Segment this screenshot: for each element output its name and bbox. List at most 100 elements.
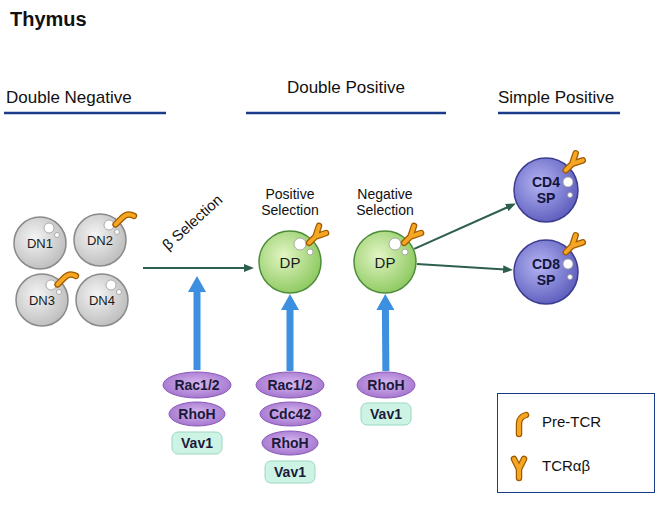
node-text: RhoH [178, 406, 215, 422]
nucleus-dot [57, 290, 62, 295]
tcr-receptor [401, 226, 422, 247]
section-rule [246, 112, 446, 115]
receptor-outline [58, 271, 76, 289]
receptor-outline [562, 235, 583, 256]
node-text: DN3 [25, 293, 59, 308]
section-heading: Simple Positive [498, 88, 614, 108]
legend-icon [506, 450, 532, 480]
signal-arrow [194, 290, 201, 370]
cell-body [76, 274, 128, 326]
gtpase-body [169, 402, 225, 426]
receptor-outline [514, 459, 524, 478]
legend-text: TCRαβ [542, 457, 590, 474]
vav-box: Vav1 [264, 460, 316, 484]
tcr-receptor [514, 459, 524, 478]
gtpase-body [357, 372, 415, 398]
receptor-fill [514, 459, 524, 478]
nucleus-dot [115, 230, 120, 235]
node-text: Rac1/2 [174, 377, 219, 393]
dp-cell: Positive SelectionDP [258, 230, 322, 294]
signal-arrow [287, 308, 294, 371]
node-text: Vav1 [370, 406, 402, 422]
node-text: DN2 [83, 233, 117, 248]
tcr-receptor [306, 226, 327, 247]
dp-cell: Negative SelectionDP [353, 230, 417, 294]
node-text: DN4 [85, 293, 119, 308]
receptor-outline [519, 415, 526, 434]
dn-cell: DN2 [73, 213, 127, 267]
legend-row: Pre-TCR [506, 406, 601, 436]
nucleus-dot [568, 275, 573, 280]
node-text: Cdc42 [269, 406, 311, 422]
node-text: DN1 [23, 236, 57, 251]
receptor-fill [116, 211, 134, 229]
dn-cell: DN1 [13, 216, 67, 270]
title: Thymus [10, 8, 87, 31]
transition-arrow [414, 207, 508, 249]
receptor-fill [562, 153, 583, 174]
signal-arrow [382, 308, 390, 371]
selection-arrow [143, 267, 246, 269]
legend-text: Pre-TCR [542, 413, 601, 430]
receptor-outline [562, 153, 583, 174]
nucleus-dot [294, 238, 306, 250]
nucleus-dot [106, 280, 116, 290]
gtpase-oval: RhoH [168, 401, 226, 427]
sp-cell: CD4 SP [513, 157, 579, 223]
legend-box: Pre-TCR TCRαβ [497, 393, 655, 493]
gtpase-oval: Rac1/2 [162, 371, 232, 399]
nucleus-dot [402, 249, 408, 255]
dn-cell: DN4 [75, 273, 129, 327]
gtpase-oval: RhoH [356, 371, 416, 399]
node-text: DP [368, 254, 402, 271]
legend-icon [506, 406, 532, 436]
section-rule [498, 112, 620, 115]
dn-cell: DN3 [15, 273, 69, 327]
nucleus-dot [44, 223, 54, 233]
nucleus-dot [568, 193, 573, 198]
pre-tcr-receptor [519, 415, 526, 434]
nucleus-dot [563, 259, 573, 269]
gtpase-oval: RhoH [261, 430, 319, 456]
sp-cell: CD8 SP [513, 239, 579, 305]
gtpase-oval: Rac1/2 [255, 371, 325, 399]
section-heading: Double Negative [6, 88, 132, 108]
node-text: Vav1 [274, 464, 306, 480]
gtpase-body [260, 402, 321, 426]
tcr-receptor [562, 235, 583, 256]
nucleus-dot [563, 177, 573, 187]
section-rules [4, 113, 620, 114]
receptor-outline [306, 226, 327, 247]
gtpase-body [262, 431, 318, 455]
section-rule [4, 112, 166, 115]
receptor-fill [562, 235, 583, 256]
receptor-fill [306, 226, 327, 247]
node-text: RhoH [367, 377, 404, 393]
vav-box: Vav1 [171, 431, 223, 455]
node-text: CD8 SP [526, 256, 566, 288]
edge-group [290, 207, 509, 371]
vav-body [172, 432, 222, 454]
tcr-receptor [562, 153, 583, 174]
edge-label: β Selection [159, 191, 226, 253]
cell-body [14, 217, 66, 269]
gtpase-oval: Cdc42 [259, 401, 322, 427]
legend-row: TCRαβ [506, 450, 590, 480]
node-text: CD4 SP [526, 174, 566, 206]
vav-box: Vav1 [360, 402, 412, 426]
node-text: Rac1/2 [267, 377, 312, 393]
receptor-fill [519, 415, 526, 434]
transition-arrow [417, 264, 505, 269]
gtpase-body [163, 372, 231, 398]
stage-heading: Negative Selection [340, 186, 430, 218]
nucleus-dot [117, 290, 122, 295]
node-text: DP [273, 254, 307, 271]
pre-tcr-receptor [116, 211, 134, 229]
nucleus-dot [389, 238, 401, 250]
receptor-fill [58, 271, 76, 289]
vav-body [361, 403, 411, 425]
node-text: Vav1 [181, 435, 213, 451]
pre-tcr-receptor [58, 271, 76, 289]
